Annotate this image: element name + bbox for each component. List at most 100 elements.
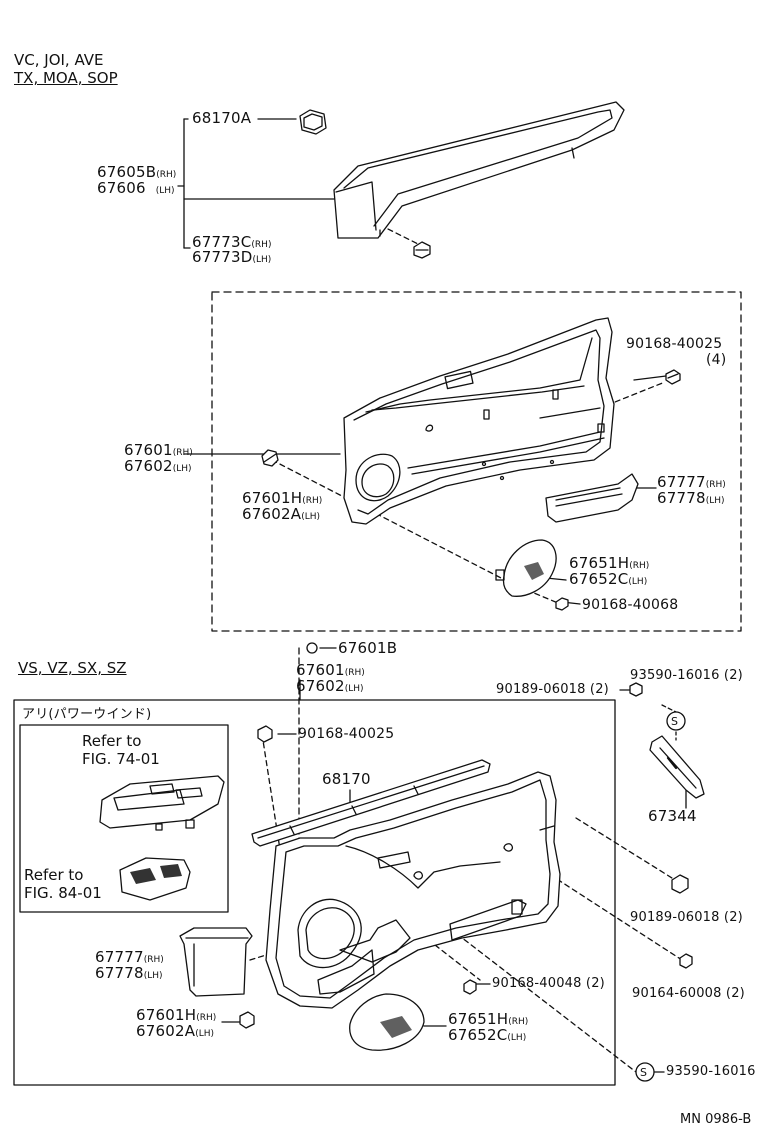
- mid-dashed-frame: [211, 291, 742, 632]
- option-box-title: アリ(パワーウインド): [22, 707, 152, 722]
- side-tag: (RH): [705, 480, 726, 490]
- part-label-67601-bottom: 67601(RH): [296, 663, 365, 681]
- s-circle-marks: [635, 711, 686, 1082]
- part-label-68170A: 68170A: [192, 111, 251, 126]
- part-label-67602-bottom: 67602(LH): [296, 679, 364, 697]
- side-tag: (RH): [629, 561, 650, 571]
- part-label-67651H-mid: 67651H(RH): [569, 556, 649, 574]
- part-label-67652C-bottom: 67652C(LH): [448, 1028, 526, 1046]
- side-tag: (RH): [172, 448, 193, 458]
- part-label-67652C-mid: 67652C(LH): [569, 572, 647, 590]
- mid-screw-90168-40068: [555, 597, 569, 611]
- side-tag: (LH): [705, 496, 725, 506]
- part-number: 67651H: [569, 554, 630, 572]
- variants-heading-top: VC, JOI, AVE TX, MOA, SOP: [14, 51, 118, 87]
- part-label-67601-mid: 67601(RH): [124, 443, 193, 461]
- part-number: 67773C: [192, 233, 252, 251]
- mid-speaker-grille-67651H: [495, 539, 557, 597]
- part-number: 93590-16016 (2): [630, 668, 743, 683]
- part-number: 67602: [124, 457, 173, 475]
- part-label-90168-40025-bottom: 90168-40025: [298, 727, 394, 742]
- side-tag: (RH): [508, 1017, 529, 1027]
- part-label-67601H-bottom: 67601H(RH): [136, 1008, 216, 1026]
- part-number: 68170A: [192, 109, 252, 127]
- refer-fig-74-01: Refer to FIG. 74-01: [82, 732, 160, 768]
- part-label-67651H-bottom: 67651H(RH): [448, 1012, 528, 1030]
- part-number: 67344: [648, 807, 697, 825]
- bottom-window-weatherstrip-68170: [251, 759, 491, 847]
- part-label-68170: 68170: [322, 772, 371, 787]
- refer-fig-84-01: Refer to FIG. 84-01: [24, 866, 102, 902]
- part-number: 67778: [657, 489, 706, 507]
- part-number: 67652C: [448, 1026, 508, 1044]
- bottom-clip-67601H: [239, 1011, 255, 1029]
- part-label-90164-60008: 90164-60008 (2): [632, 986, 745, 1001]
- mid-screw-90168-40025: [665, 369, 681, 385]
- part-label-93590-16016-b: 93590-16016: [666, 1064, 756, 1079]
- side-tag: (RH): [251, 240, 272, 250]
- bottom-clip-90189-06018-a: [629, 682, 643, 697]
- s-mark-a: S: [671, 715, 679, 728]
- variants-heading-bottom: VS, VZ, SX, SZ: [18, 659, 127, 677]
- side-tag: (LH): [195, 1029, 214, 1039]
- part-number: 90168-40048 (2): [492, 976, 605, 991]
- diagram-code: MN 0986-B: [680, 1112, 752, 1127]
- variants-line-2: TX, MOA, SOP: [14, 69, 118, 87]
- part-number: 68170: [322, 770, 371, 788]
- part-label-67778-mid: 67778(LH): [657, 491, 725, 509]
- part-number: 67606: [97, 179, 146, 197]
- part-number: 67602: [296, 677, 345, 695]
- bottom-screw-90164-60008: [679, 953, 693, 969]
- top-door-upper-panel: [333, 101, 625, 239]
- mid-pull-handle-67777: [545, 473, 639, 523]
- part-label-67606: 67606 (LH): [97, 181, 175, 199]
- bottom-door-trim-panel: [265, 771, 561, 1009]
- part-number: 93590-16016: [666, 1064, 756, 1079]
- side-tag: (RH): [196, 1013, 217, 1023]
- part-number: 67602A: [242, 505, 302, 523]
- top-clip-67773C: [413, 241, 431, 259]
- part-label-67601B: 67601B: [338, 641, 397, 656]
- bottom-clip-90189-06018-b: [671, 874, 689, 894]
- part-label-67601H-mid: 67601H(RH): [242, 491, 322, 509]
- refer-line-2: FIG. 84-01: [24, 884, 102, 902]
- bottom-pull-pocket-67777: [179, 927, 253, 997]
- part-label-90189-06018-a: 90189-06018 (2): [496, 682, 609, 697]
- part-number: 67651H: [448, 1010, 509, 1028]
- part-label-67778-bottom: 67778(LH): [95, 966, 163, 984]
- mid-clip-67601H: [261, 449, 279, 467]
- side-tag: (LH): [252, 255, 272, 265]
- top-window-trim-68170A-clip: [299, 109, 327, 135]
- part-label-67602A-mid: 67602A(LH): [242, 507, 320, 525]
- refer-line-1: Refer to: [24, 866, 84, 884]
- part-number: 90168-40068: [582, 597, 679, 613]
- side-tag: (LH): [507, 1033, 527, 1043]
- part-label-93590-16016-a: 93590-16016 (2): [630, 668, 743, 683]
- part-number: 67601: [124, 441, 173, 459]
- variants-line-1: VC, JOI, AVE: [14, 51, 104, 69]
- part-label-67777-bottom: 67777(RH): [95, 950, 164, 968]
- side-tag: (LH): [301, 512, 320, 522]
- part-label-67773D: 67773D(LH): [192, 250, 271, 268]
- side-tag: (RH): [302, 496, 323, 506]
- side-tag: (LH): [172, 464, 192, 474]
- part-number: 67601: [296, 661, 345, 679]
- refer-line-2: FIG. 74-01: [82, 750, 160, 768]
- part-number: 67778: [95, 964, 144, 982]
- part-number: 90189-06018 (2): [630, 910, 743, 925]
- part-number: 90164-60008 (2): [632, 986, 745, 1001]
- side-tag: (LH): [143, 971, 163, 981]
- part-label-67344: 67344: [648, 809, 697, 824]
- power-window-switch-74-01: [99, 775, 225, 831]
- part-label-90168-40048: 90168-40048 (2): [492, 976, 605, 991]
- bottom-clip-67601B: [306, 642, 318, 654]
- part-number: 67652C: [569, 570, 629, 588]
- part-number: 90168-40025: [298, 726, 395, 742]
- side-tag: (LH): [628, 577, 648, 587]
- side-tag: (LH): [155, 186, 175, 196]
- mid-door-trim-panel: [343, 317, 615, 525]
- part-number: 90168-40025: [626, 336, 723, 352]
- bottom-clip-90168-40025: [257, 725, 273, 743]
- bottom-screw-90168-40048: [463, 979, 477, 995]
- part-label-90189-06018-b: 90189-06018 (2): [630, 910, 743, 925]
